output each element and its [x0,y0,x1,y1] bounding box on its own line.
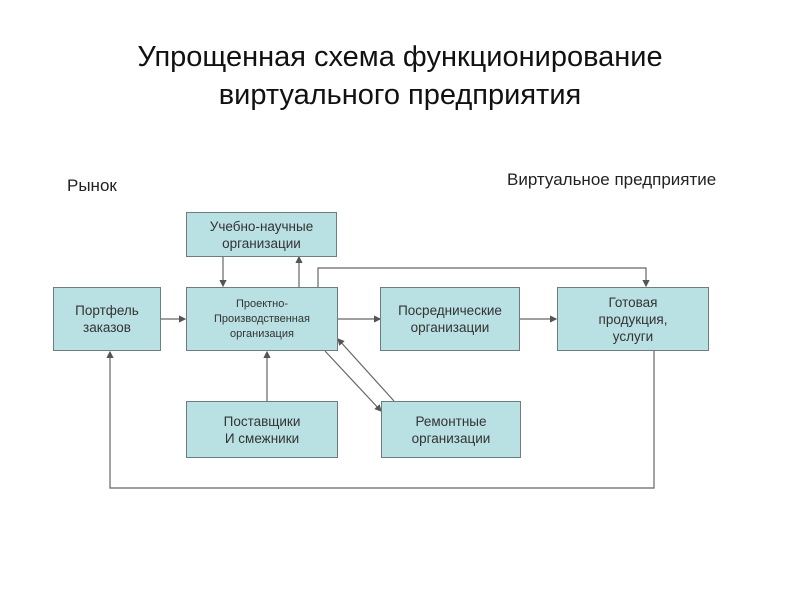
node-finished: Готовая продукция, услуги [557,287,709,351]
node-education: Учебно-научные организации [186,212,337,257]
node-repair: Ремонтные организации [381,401,521,458]
node-production: Проектно- Производственная организация [186,287,338,351]
node-suppliers: Поставщики И смежники [186,401,338,458]
virtual-enterprise-label: Виртуальное предприятие [507,170,717,189]
diagram-title: Упрощенная схема функционирование виртуа… [137,41,663,111]
market-label: Рынок [67,176,117,195]
edge-production-finished [317,267,650,288]
node-portfolio: Портфель заказов [53,287,161,351]
node-intermediary: Посреднические организации [380,287,520,351]
